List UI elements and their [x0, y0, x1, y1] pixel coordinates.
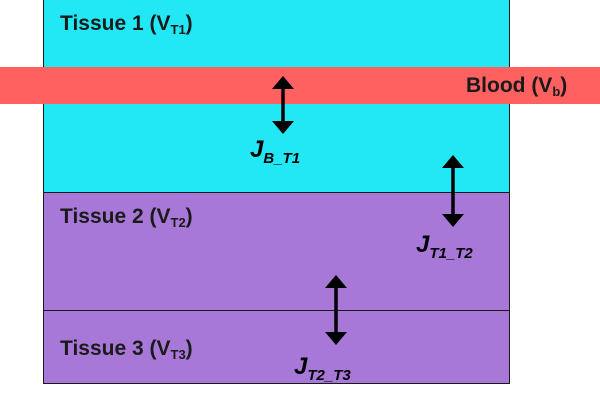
tissue-2-region	[43, 192, 510, 310]
tissue-3-label: Tissue 3 (VT3)	[60, 337, 193, 362]
flux-label-t1-t2: JT1_T2	[416, 231, 473, 262]
arrow-head-up	[442, 155, 464, 168]
arrow-head-up	[272, 76, 294, 89]
blood-region	[0, 67, 600, 104]
arrow-head-up	[325, 275, 347, 288]
flux-label-blood-t1: JB_T1	[250, 136, 301, 167]
tissue-2-label: Tissue 2 (VT2)	[60, 205, 193, 230]
double-arrow-t1-t2	[442, 155, 464, 227]
blood-label: Blood (Vb)	[466, 74, 568, 99]
flux-label-t2-t3: JT2_T3	[294, 353, 351, 384]
tissue-3-region	[43, 310, 510, 384]
arrow-head-down	[272, 121, 294, 134]
double-arrow-t2-t3	[325, 275, 347, 345]
arrow-head-down	[325, 332, 347, 345]
double-arrow-blood-t1	[272, 76, 294, 134]
tissue-1-label: Tissue 1 (VT1)	[60, 12, 193, 37]
arrow-head-down	[442, 214, 464, 227]
